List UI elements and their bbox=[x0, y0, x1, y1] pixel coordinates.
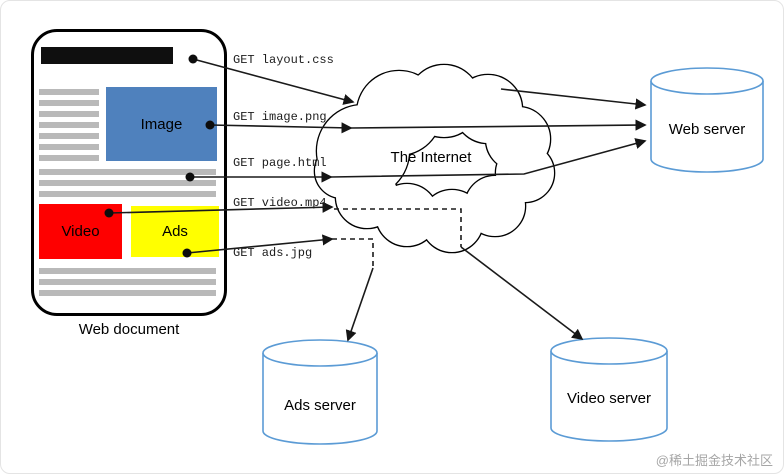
text-line-placeholder bbox=[39, 155, 99, 161]
text-line-placeholder bbox=[39, 180, 216, 186]
web-document-label: Web document bbox=[78, 321, 180, 338]
image-block: Image bbox=[106, 87, 217, 161]
text-line-placeholder bbox=[39, 122, 99, 128]
arrow-cloud-to-web-server-mid bbox=[350, 119, 647, 131]
ads-server-label: Ads server bbox=[284, 397, 356, 414]
text-line-placeholder bbox=[39, 191, 216, 197]
arrow-cloud-to-ads-server bbox=[345, 267, 374, 342]
text-line-placeholder bbox=[39, 111, 99, 117]
watermark: @稀土掘金技术社区 bbox=[655, 453, 773, 468]
text-line-placeholder bbox=[39, 133, 99, 139]
internet-label: The Internet bbox=[390, 149, 472, 166]
video-server-label: Video server bbox=[567, 390, 651, 407]
get-image-png-label: GET image.png bbox=[233, 110, 327, 124]
ads-server-cylinder bbox=[262, 339, 378, 445]
text-line-placeholder bbox=[39, 290, 216, 296]
text-line-placeholder bbox=[39, 144, 99, 150]
text-line-placeholder bbox=[39, 89, 99, 95]
text-line-placeholder bbox=[39, 268, 216, 274]
arrow-get-image-png bbox=[209, 122, 353, 134]
arrow-cloud-to-video-server bbox=[460, 246, 584, 341]
dashed-route-ads bbox=[332, 238, 374, 268]
image-block-label: Image bbox=[140, 115, 183, 133]
web-server-cylinder bbox=[650, 67, 764, 173]
ads-block-label: Ads bbox=[162, 223, 188, 240]
text-line-placeholder bbox=[39, 100, 99, 106]
dashed-route-video bbox=[334, 208, 462, 247]
video-block: Video bbox=[39, 204, 122, 259]
get-ads-jpg-label: GET ads.jpg bbox=[233, 246, 313, 260]
web-server-label: Web server bbox=[668, 121, 746, 138]
get-video-mp4-label: GET video.mp4 bbox=[233, 196, 327, 210]
arrow-cloud-to-web-server-top bbox=[500, 88, 647, 110]
document-title-bar bbox=[41, 47, 173, 64]
video-block-label: Video bbox=[61, 223, 100, 240]
text-line-placeholder bbox=[39, 279, 216, 285]
text-line-placeholder bbox=[39, 169, 216, 175]
get-page-html-label: GET page.html bbox=[233, 156, 327, 170]
ads-block: Ads bbox=[131, 206, 219, 257]
get-layout-css-label: GET layout.css bbox=[233, 53, 334, 67]
